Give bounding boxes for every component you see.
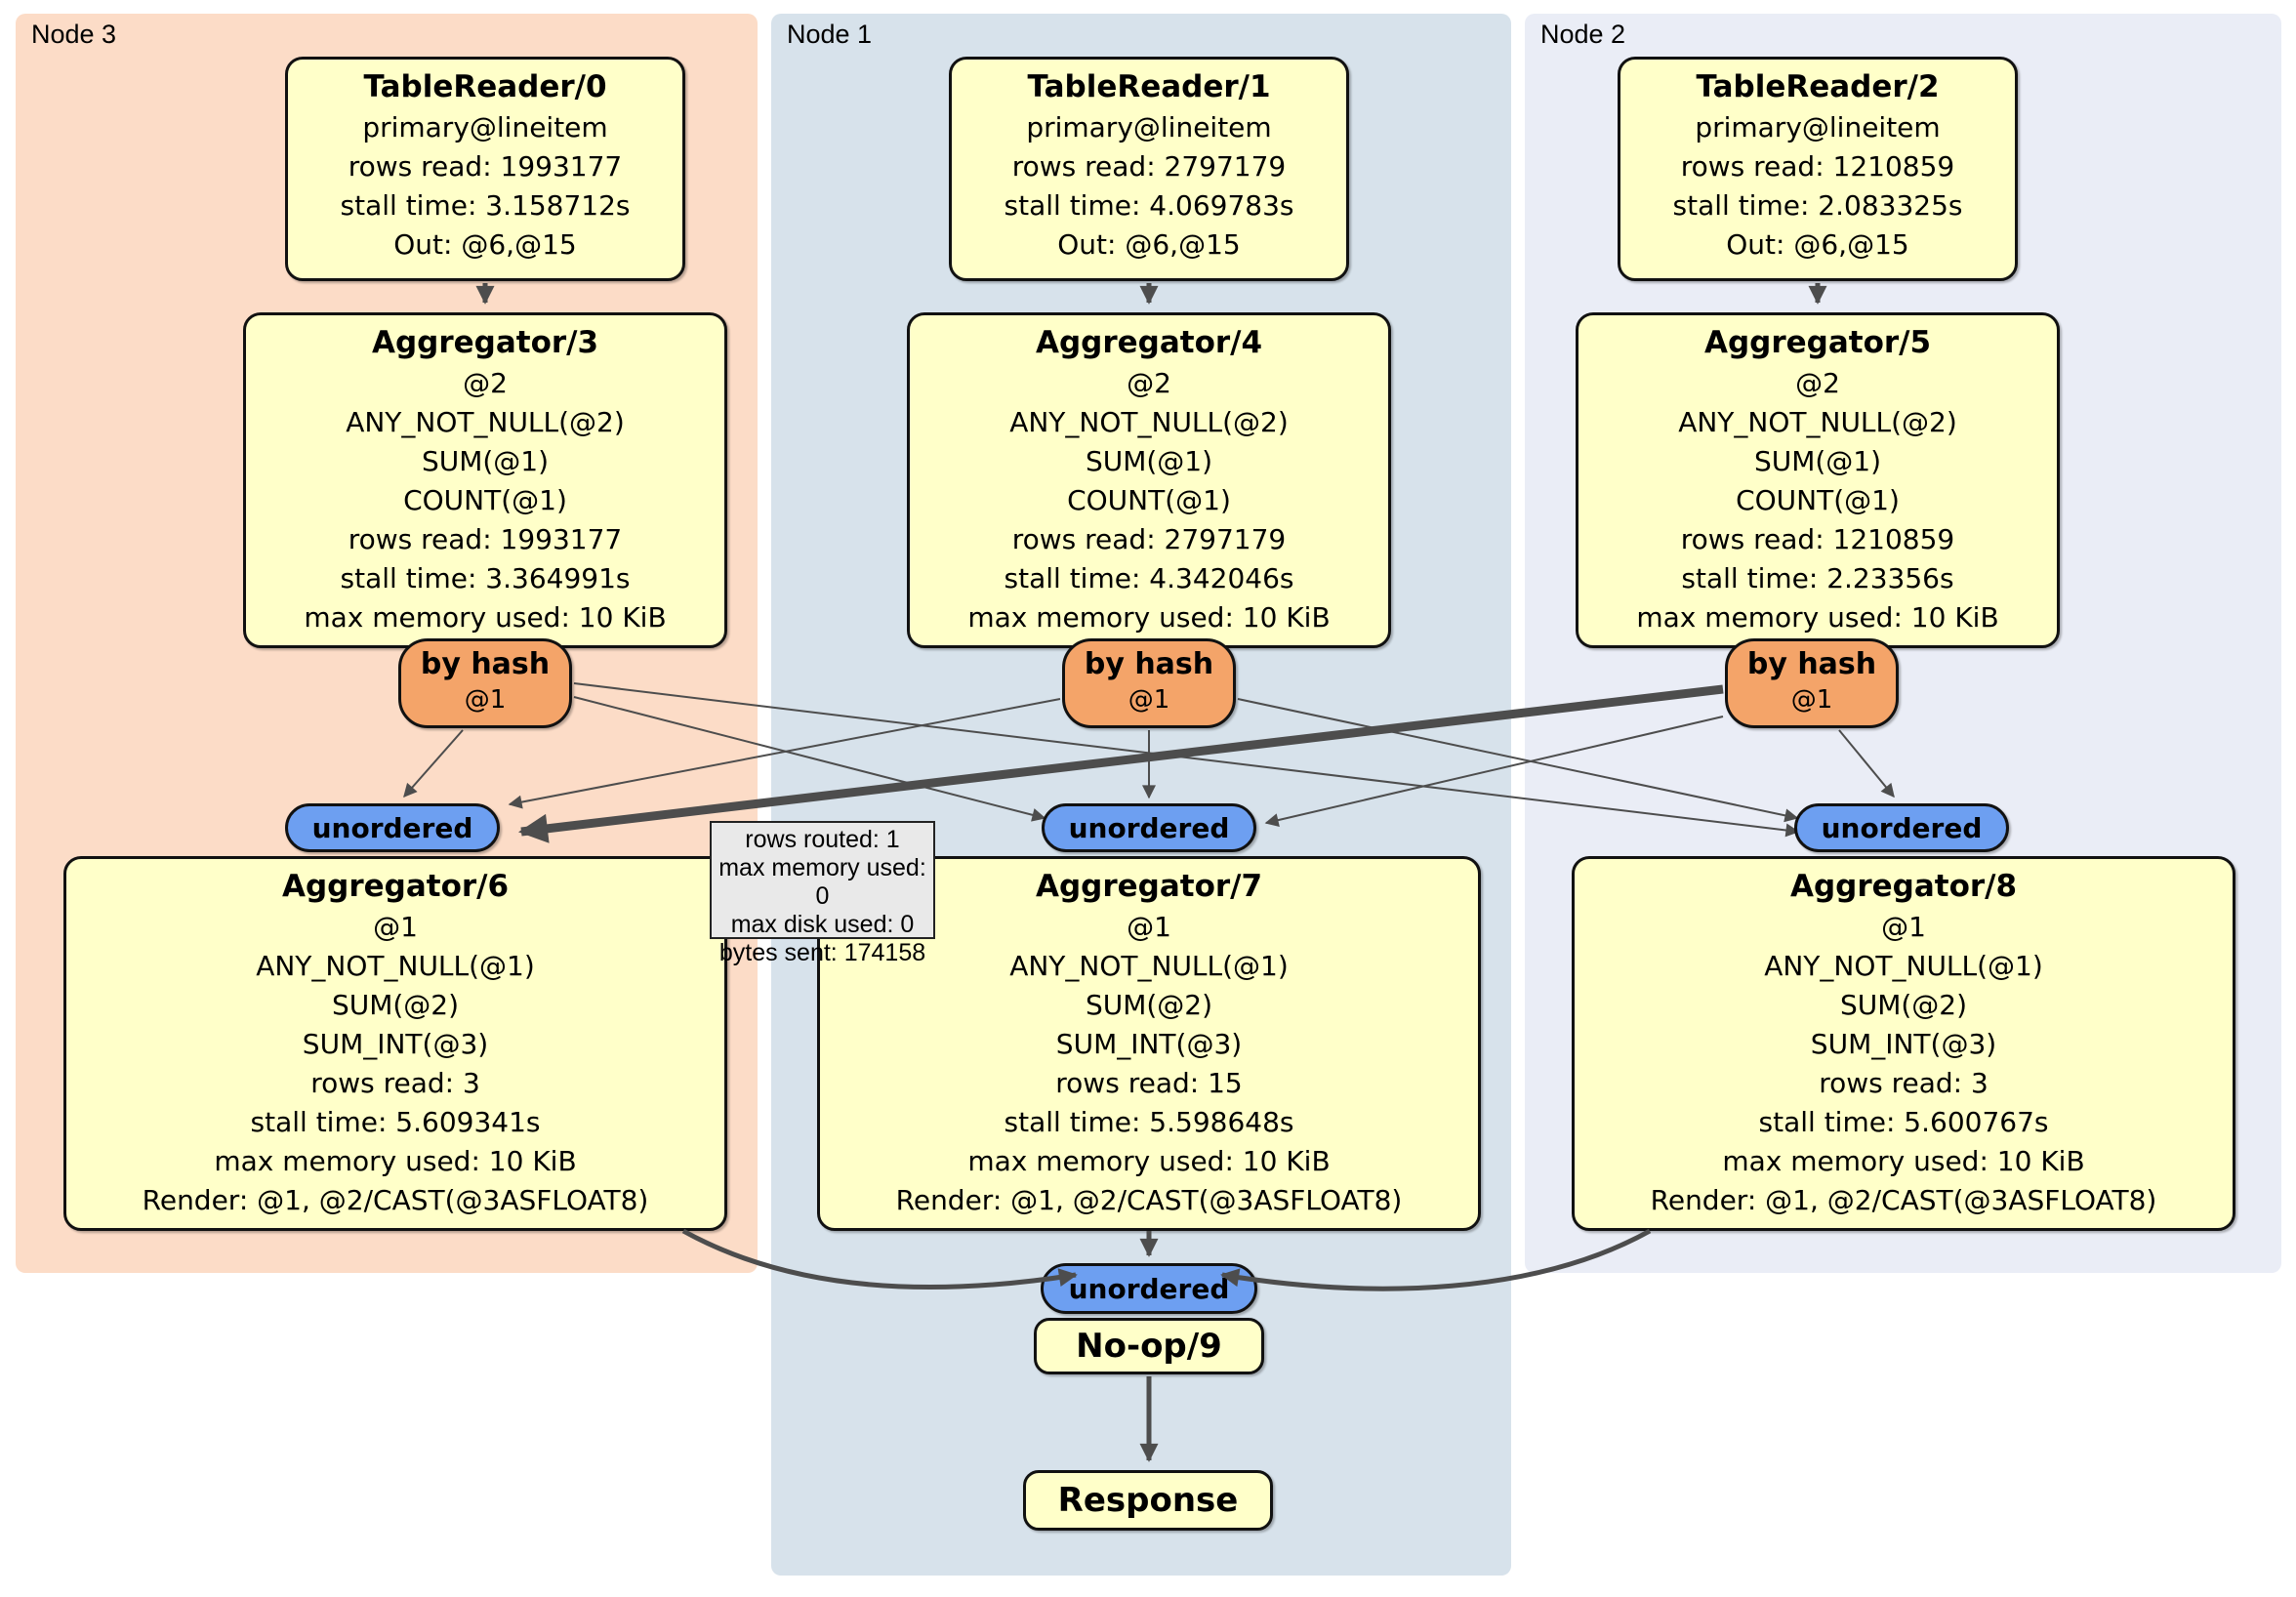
processor-detail: ANY_NOT_NULL(@1) (1009, 950, 1289, 982)
processor-title: Aggregator/3 (371, 325, 599, 360)
processor-detail: stall time: 5.609341s (250, 1106, 541, 1138)
processor-title: Aggregator/7 (1035, 869, 1263, 904)
processor-title: TableReader/1 (1027, 69, 1271, 104)
processor-detail: rows read: 1210859 (1680, 523, 1955, 555)
processor-detail: stall time: 3.158712s (340, 189, 631, 222)
processor-detail: Render: @1, @2/CAST(@3ASFLOAT8) (895, 1184, 1403, 1216)
processor-tablereader-2[interactable]: TableReader/2 primary@lineitem rows read… (1618, 57, 2018, 281)
processor-detail: stall time: 5.600767s (1758, 1106, 2049, 1138)
processor-detail: max memory used: 10 KiB (967, 1145, 1331, 1177)
processor-detail: stall time: 2.083325s (1672, 189, 1963, 222)
region-label-node3: Node 3 (31, 20, 117, 49)
processor-detail: ANY_NOT_NULL(@2) (1678, 406, 1957, 438)
processor-detail: @1 (1881, 911, 1926, 943)
processor-title: TableReader/2 (1696, 69, 1940, 104)
processor-detail: Render: @1, @2/CAST(@3ASFLOAT8) (1650, 1184, 2157, 1216)
stream-unordered-node3[interactable]: unordered (285, 803, 500, 852)
router-hash-columns: @1 (1790, 685, 1833, 715)
processor-detail: SUM(@2) (331, 989, 460, 1021)
processor-detail: max memory used: 10 KiB (304, 601, 667, 634)
processor-aggregator-6[interactable]: Aggregator/6 @1 ANY_NOT_NULL(@1) SUM(@2)… (63, 856, 727, 1231)
processor-detail: max memory used: 10 KiB (1722, 1145, 2085, 1177)
processor-aggregator-3[interactable]: Aggregator/3 @2 ANY_NOT_NULL(@2) SUM(@1)… (243, 312, 727, 648)
processor-detail: primary@lineitem (362, 111, 608, 143)
processor-detail: COUNT(@1) (1067, 484, 1231, 516)
processor-detail: stall time: 2.23356s (1681, 562, 1954, 594)
tooltip-line: max disk used: 0 (730, 911, 915, 938)
router-hash-columns: @1 (464, 685, 507, 715)
processor-detail: @2 (1127, 367, 1171, 399)
processor-aggregator-7[interactable]: Aggregator/7 @1 ANY_NOT_NULL(@1) SUM(@2)… (817, 856, 1481, 1231)
processor-tablereader-1[interactable]: TableReader/1 primary@lineitem rows read… (949, 57, 1349, 281)
processor-detail: primary@lineitem (1026, 111, 1272, 143)
router-by-hash-node1[interactable]: by hash @1 (1062, 638, 1236, 728)
processor-detail: primary@lineitem (1695, 111, 1941, 143)
stream-stats-tooltip: rows routed: 1 max memory used: 0 max di… (710, 821, 935, 966)
processor-response[interactable]: Response (1023, 1470, 1273, 1531)
stream-unordered-merge[interactable]: unordered (1041, 1263, 1257, 1314)
processor-detail: stall time: 4.342046s (1004, 562, 1294, 594)
processor-detail: SUM(@1) (1753, 445, 1882, 477)
tooltip-line: max memory used: 0 (718, 854, 926, 910)
region-label-node2: Node 2 (1540, 20, 1626, 49)
processor-detail: max memory used: 10 KiB (967, 601, 1331, 634)
router-by-hash-node3[interactable]: by hash @1 (398, 638, 572, 728)
processor-title: Aggregator/8 (1789, 869, 2018, 904)
processor-detail: rows read: 1210859 (1680, 150, 1955, 183)
processor-detail: ANY_NOT_NULL(@2) (1009, 406, 1289, 438)
processor-detail: rows read: 1993177 (348, 523, 623, 555)
processor-detail: Out: @6,@15 (393, 228, 577, 261)
router-label: by hash (420, 647, 551, 681)
tooltip-line: rows routed: 1 (745, 826, 900, 853)
processor-detail: SUM(@2) (1839, 989, 1968, 1021)
processor-detail: SUM_INT(@3) (1055, 1028, 1243, 1060)
processor-detail: rows read: 3 (310, 1067, 480, 1099)
processor-aggregator-4[interactable]: Aggregator/4 @2 ANY_NOT_NULL(@2) SUM(@1)… (907, 312, 1391, 648)
processor-detail: SUM_INT(@3) (1810, 1028, 1997, 1060)
processor-detail: rows read: 3 (1819, 1067, 1988, 1099)
router-label: by hash (1084, 647, 1214, 681)
processor-detail: SUM(@1) (1085, 445, 1213, 477)
tooltip-line: bytes sent: 174158 (718, 939, 926, 966)
processor-detail: @1 (373, 911, 418, 943)
processor-detail: max memory used: 10 KiB (214, 1145, 577, 1177)
region-label-node1: Node 1 (787, 20, 873, 49)
processor-noop[interactable]: No-op/9 (1034, 1318, 1264, 1374)
router-label: by hash (1746, 647, 1877, 681)
processor-detail: COUNT(@1) (1736, 484, 1900, 516)
processor-aggregator-8[interactable]: Aggregator/8 @1 ANY_NOT_NULL(@1) SUM(@2)… (1572, 856, 2235, 1231)
processor-detail: SUM(@2) (1085, 989, 1213, 1021)
processor-detail: stall time: 3.364991s (340, 562, 631, 594)
processor-detail: Out: @6,@15 (1726, 228, 1909, 261)
processor-detail: ANY_NOT_NULL(@1) (1764, 950, 2043, 982)
processor-detail: SUM_INT(@3) (302, 1028, 489, 1060)
processor-title: Aggregator/4 (1035, 325, 1263, 360)
stream-unordered-node2[interactable]: unordered (1794, 803, 2009, 852)
processor-detail: SUM(@1) (421, 445, 550, 477)
processor-detail: stall time: 4.069783s (1004, 189, 1294, 222)
processor-detail: Out: @6,@15 (1057, 228, 1241, 261)
processor-detail: COUNT(@1) (403, 484, 567, 516)
processor-detail: rows read: 1993177 (348, 150, 623, 183)
processor-detail: @2 (1795, 367, 1840, 399)
processor-detail: rows read: 2797179 (1011, 523, 1287, 555)
processor-detail: rows read: 15 (1055, 1067, 1243, 1099)
processor-detail: rows read: 2797179 (1011, 150, 1287, 183)
processor-title: Aggregator/5 (1703, 325, 1932, 360)
stream-unordered-node1[interactable]: unordered (1042, 803, 1256, 852)
processor-detail: @2 (463, 367, 508, 399)
processor-detail: stall time: 5.598648s (1004, 1106, 1294, 1138)
processor-title: TableReader/0 (363, 69, 607, 104)
processor-detail: @1 (1127, 911, 1171, 943)
processor-detail: Render: @1, @2/CAST(@3ASFLOAT8) (142, 1184, 649, 1216)
processor-tablereader-0[interactable]: TableReader/0 primary@lineitem rows read… (285, 57, 685, 281)
processor-title: Aggregator/6 (281, 869, 510, 904)
router-hash-columns: @1 (1128, 685, 1170, 715)
processor-detail: ANY_NOT_NULL(@1) (256, 950, 535, 982)
router-by-hash-node2[interactable]: by hash @1 (1725, 638, 1899, 728)
processor-aggregator-5[interactable]: Aggregator/5 @2 ANY_NOT_NULL(@2) SUM(@1)… (1576, 312, 2060, 648)
processor-detail: ANY_NOT_NULL(@2) (346, 406, 625, 438)
processor-detail: max memory used: 10 KiB (1636, 601, 1999, 634)
